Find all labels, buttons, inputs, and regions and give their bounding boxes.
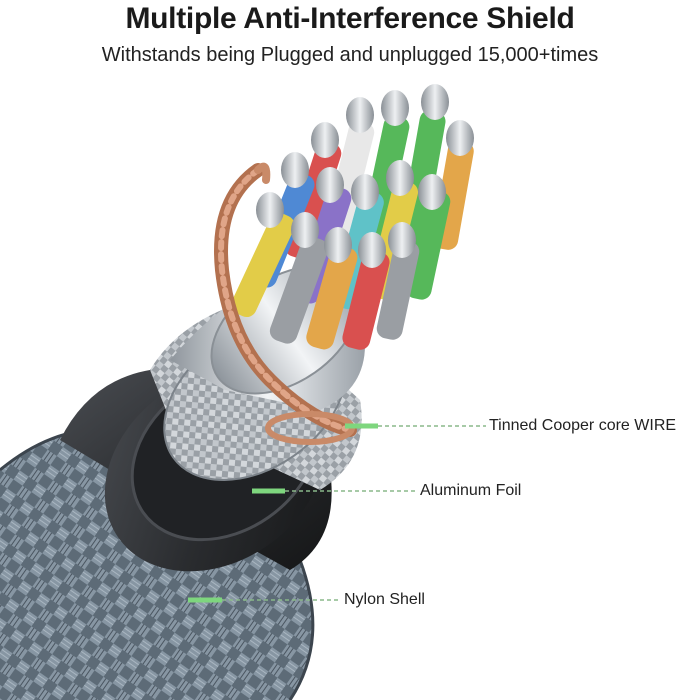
callout-label-foil: Aluminum Foil bbox=[420, 482, 522, 499]
wire-strand-tips bbox=[256, 84, 474, 268]
page-title: Multiple Anti-Interference Shield bbox=[125, 2, 575, 35]
copper-drain-wire bbox=[214, 162, 357, 445]
callout-label-copper: Tinned Cooper core WIRE bbox=[489, 417, 677, 434]
page-subtitle: Withstands being Plugged and unplugged 1… bbox=[101, 44, 599, 66]
callout-label-nylon: Nylon Shell bbox=[344, 591, 425, 608]
